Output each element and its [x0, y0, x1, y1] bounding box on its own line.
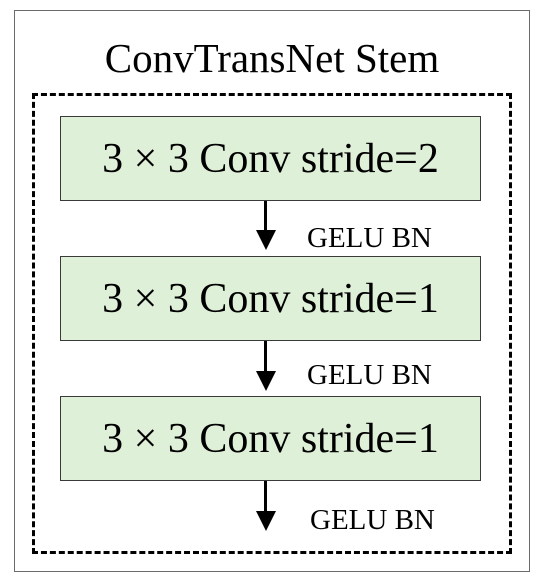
arrow-down-3 [256, 481, 276, 531]
activation-label-2: GELU BN [307, 359, 432, 391]
arrow-down-2 [256, 341, 276, 391]
diagram-title: ConvTransNet Stem [104, 35, 440, 81]
activation-label-3: GELU BN [310, 504, 435, 536]
conv-block-3: 3 × 3 Conv stride=1 [60, 396, 481, 481]
conv-block-2: 3 × 3 Conv stride=1 [60, 256, 481, 341]
stem-dashed-container [32, 93, 512, 554]
activation-label-1: GELU BN [307, 222, 432, 254]
conv-block-1: 3 × 3 Conv stride=2 [60, 116, 481, 201]
arrow-down-1 [256, 201, 276, 250]
